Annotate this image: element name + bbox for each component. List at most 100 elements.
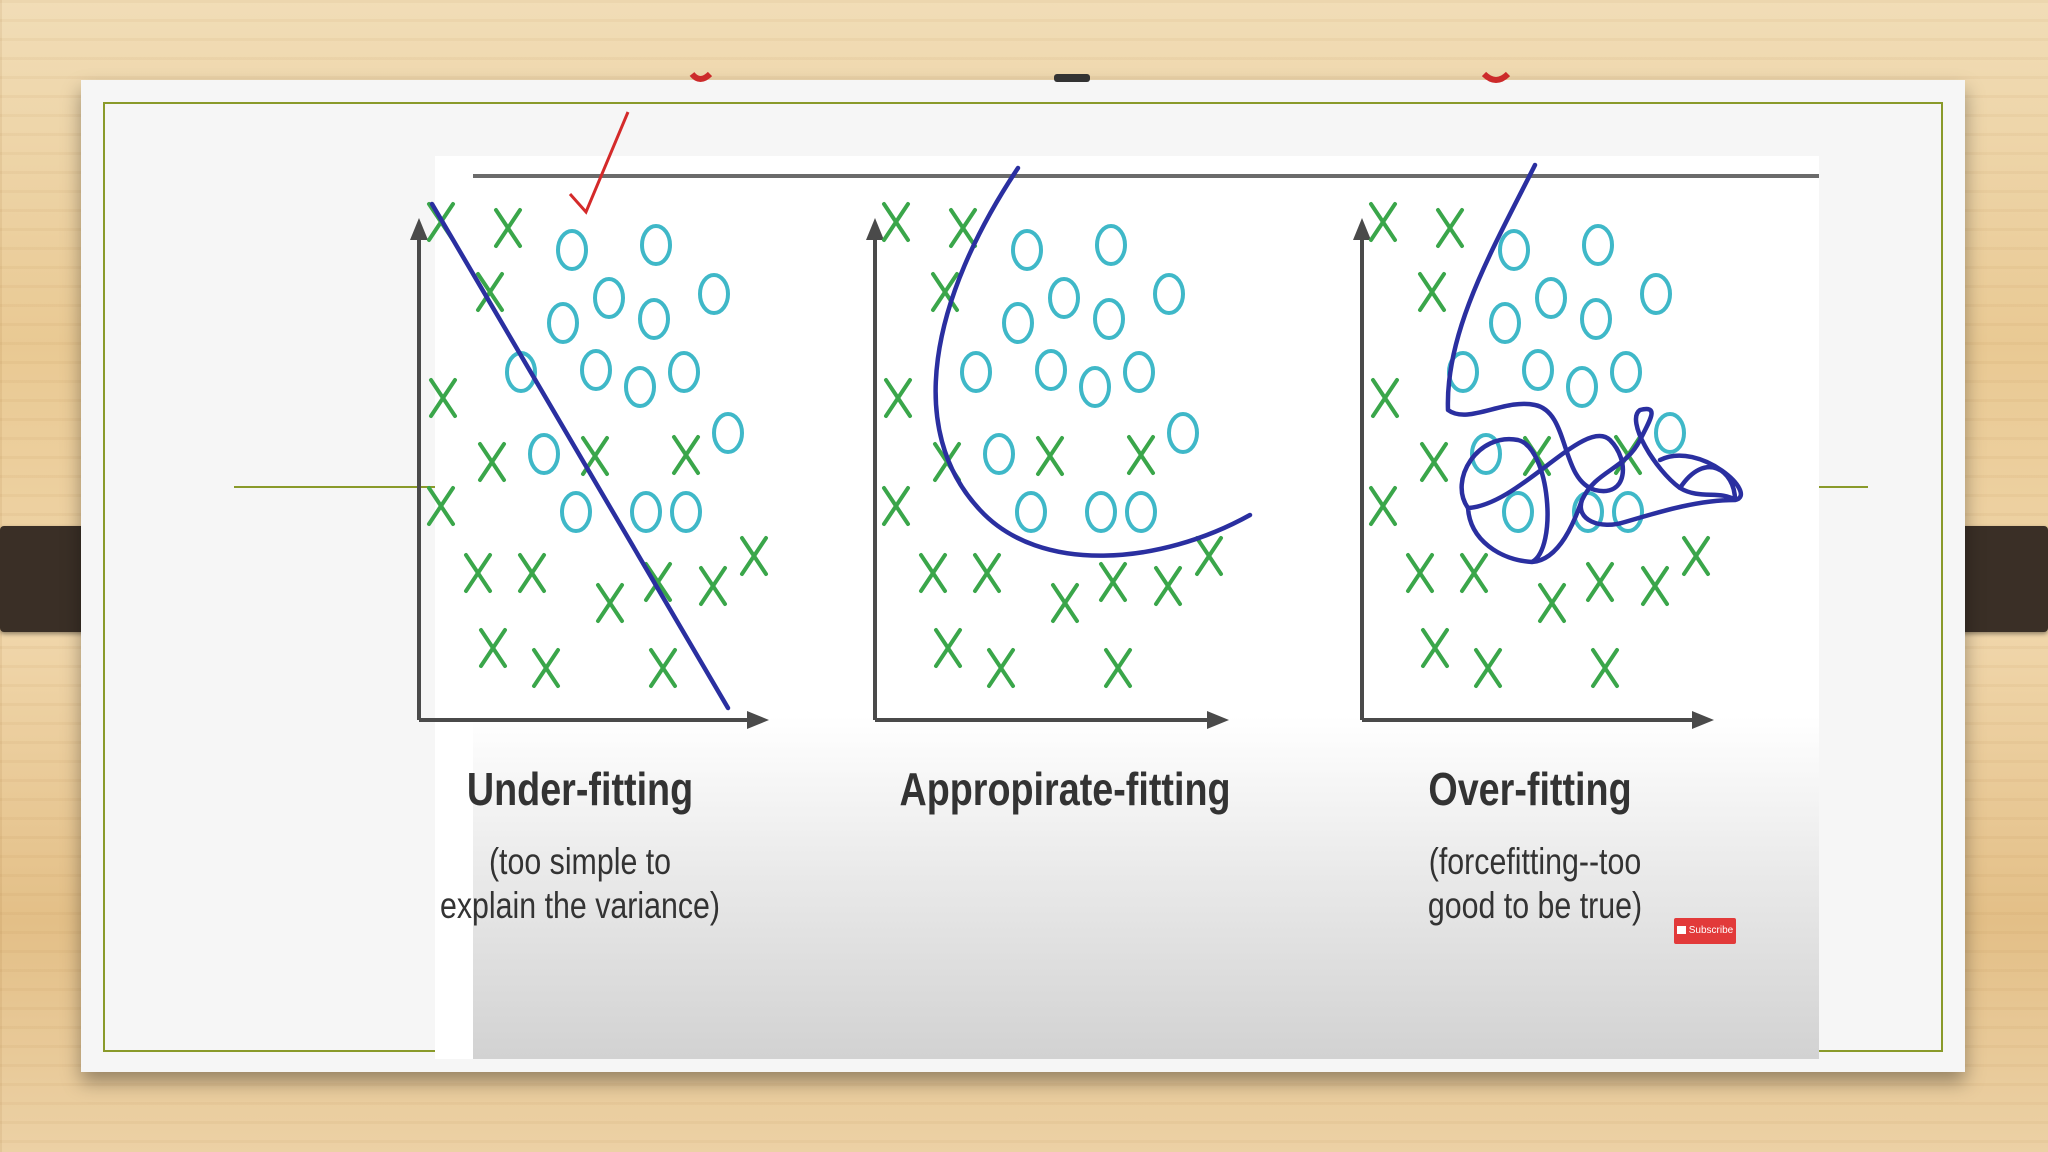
x-marker [1051,583,1079,623]
o-marker [1015,491,1047,533]
x-marker-stroke [429,378,457,418]
x-marker-stroke [1104,648,1132,688]
youtube-icon [1676,926,1686,935]
y-axis-arrow-icon [1353,218,1371,240]
under-fitting-subtitle: (too simple to explain the variance) [440,841,720,926]
checkmark-icon [568,111,630,215]
x-marker [672,435,700,475]
o-marker [528,433,560,475]
x-marker-stroke [884,378,912,418]
over-fitting-subtitle: (forcefitting--too good to be true) [1427,841,1643,926]
o-marker [670,491,702,533]
x-marker-stroke [987,648,1015,688]
x-marker [494,208,522,248]
x-axis-arrow-icon [1207,711,1229,729]
x-marker [1418,272,1446,312]
x-marker-stroke [464,553,492,593]
decision-boundary [933,165,1253,558]
o-marker [593,277,625,319]
x-marker-stroke [934,628,962,668]
o-marker [547,302,579,344]
fitting-diagram-image [435,156,1819,1059]
x-marker-stroke [882,486,910,526]
x-marker [973,553,1001,593]
x-marker [1154,566,1182,606]
x-marker [1369,486,1397,526]
o-marker [712,412,744,454]
x-marker-stroke [1127,435,1155,475]
panel-appropriate [866,165,1253,729]
o-marker [1035,349,1067,391]
x-marker [1104,648,1132,688]
x-marker [476,272,504,312]
o-marker [1580,298,1612,340]
o-marker [580,349,612,391]
cropped-heading-glyph [1481,71,1511,83]
left-accent-line [234,486,444,488]
o-marker [630,491,662,533]
x-marker [1586,562,1614,602]
top-rule [473,174,1819,178]
x-marker-stroke [931,272,959,312]
x-marker-stroke [1436,208,1464,248]
o-marker [1582,224,1614,266]
x-marker [427,486,455,526]
x-marker [740,536,768,576]
o-marker [1654,412,1686,454]
o-marker [1048,277,1080,319]
x-marker [532,648,560,688]
x-marker [1420,442,1448,482]
x-marker-stroke [644,562,672,602]
o-marker [1498,229,1530,271]
o-marker [1095,224,1127,266]
x-marker-stroke [478,442,506,482]
x-marker-stroke [672,435,700,475]
x-marker [644,562,672,602]
o-marker [1522,349,1554,391]
x-marker-stroke [1036,436,1064,476]
x-marker-stroke [1641,566,1669,606]
o-marker [1153,273,1185,315]
x-axis-arrow-icon [1692,711,1714,729]
x-marker-stroke [1099,562,1127,602]
x-marker-stroke [1474,648,1502,688]
o-marker [1610,351,1642,393]
x-marker [1474,648,1502,688]
over-fitting-title: Over-fitting [1428,763,1632,815]
x-marker [1371,378,1399,418]
x-marker-stroke [919,553,947,593]
o-marker [556,229,588,271]
subscribe-label: Subscribe [1688,925,1734,936]
x-marker [1641,566,1669,606]
x-marker-stroke [1460,553,1488,593]
x-marker-stroke [649,648,677,688]
x-marker [1682,536,1710,576]
x-marker [882,486,910,526]
diagram-background [473,156,1819,1059]
x-marker [919,553,947,593]
x-marker [518,553,546,593]
o-marker [1093,298,1125,340]
o-marker [1125,491,1157,533]
o-marker [1011,229,1043,271]
o-marker [1502,491,1534,533]
o-marker [1123,351,1155,393]
under-fitting-title: Under-fitting [466,763,694,815]
x-marker-stroke [1421,628,1449,668]
x-marker-stroke [1538,583,1566,623]
x-marker [596,583,624,623]
x-marker-stroke [1586,562,1614,602]
subscribe-button[interactable]: Subscribe [1674,918,1736,944]
o-marker [1489,302,1521,344]
x-marker-stroke [1371,378,1399,418]
x-axis-arrow-icon [747,711,769,729]
x-marker [1036,436,1064,476]
x-marker-stroke [476,272,504,312]
x-marker-stroke [882,202,910,242]
x-marker [987,648,1015,688]
panel-under [410,201,769,729]
o-marker [560,491,592,533]
x-marker [464,553,492,593]
x-marker-stroke [1591,648,1619,688]
